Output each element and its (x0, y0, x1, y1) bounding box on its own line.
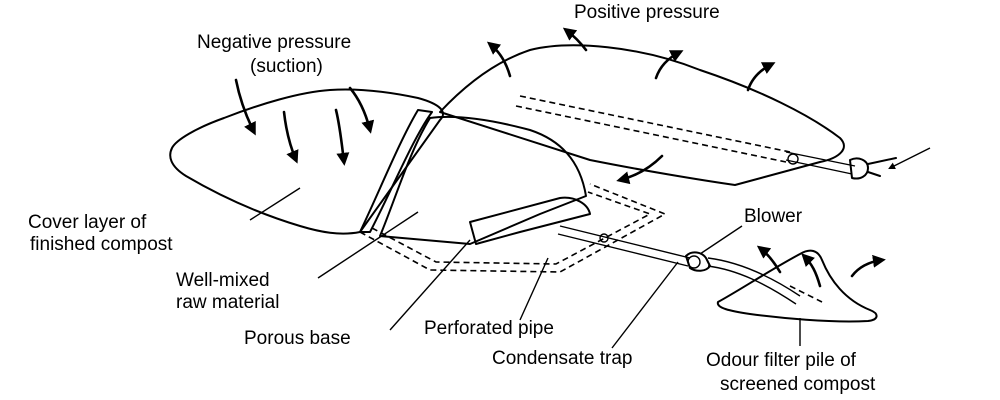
filter-pipe-dashed (789, 285, 823, 303)
blower-unit (685, 251, 711, 272)
label-condensate-trap: Condensate trap (492, 348, 633, 369)
pressure-arrow-1 (486, 41, 512, 78)
suction-arrow-2 (282, 110, 299, 164)
leader-condensate (611, 261, 679, 349)
label-cover-1: Cover layer of (28, 212, 147, 233)
suction-arrow-4 (348, 86, 375, 134)
pressure-arrow-3 (654, 50, 684, 80)
exhaust-pipe (707, 257, 801, 305)
leader-porous (389, 239, 471, 331)
leader-blower (699, 225, 743, 255)
leader-pipe (519, 257, 549, 321)
filter-arrow-2 (801, 253, 822, 288)
raw-material-section (379, 115, 587, 245)
label-suction: (suction) (250, 56, 323, 77)
pressure-arrow-5 (616, 154, 664, 185)
label-raw-1: Well-mixed (176, 270, 270, 291)
odour-filter-pile (716, 249, 878, 323)
suction-arrow-3 (334, 108, 350, 166)
porous-base-layer (469, 196, 591, 245)
label-perforated-pipe: Perforated pipe (424, 318, 554, 339)
suction-arrow-1 (234, 78, 256, 136)
filter-arrow-3 (850, 254, 886, 278)
leader-raw (317, 211, 419, 279)
label-negative-pressure: Negative pressure (197, 32, 351, 53)
label-filter-1: Odour filter pile of (706, 350, 857, 371)
label-filter-2: screened compost (720, 374, 876, 395)
condensate-trap-fitting (599, 233, 609, 243)
pressure-arrow-4 (746, 62, 776, 92)
label-blower: Blower (744, 206, 803, 227)
front-pipe (557, 225, 691, 267)
label-cover-2: finished compost (30, 234, 173, 255)
label-raw-2: raw material (176, 292, 279, 313)
filter-arrow-1 (756, 245, 782, 274)
back-pile-pipe-dashed (515, 95, 791, 163)
positive-pressure-pile (439, 44, 845, 186)
cover-layer-edge (359, 109, 433, 233)
leader-cover (249, 187, 301, 221)
base-outline-dashed (359, 183, 667, 273)
label-porous-base: Porous base (244, 328, 351, 349)
back-pile-outlet (867, 157, 897, 177)
pressure-arrow-2 (562, 27, 588, 52)
inflow-arrow (888, 147, 931, 169)
back-pile-connector (849, 157, 869, 180)
back-pile-valve (787, 153, 799, 165)
negative-pressure-pile (169, 88, 445, 235)
label-positive-pressure: Positive pressure (574, 2, 720, 23)
